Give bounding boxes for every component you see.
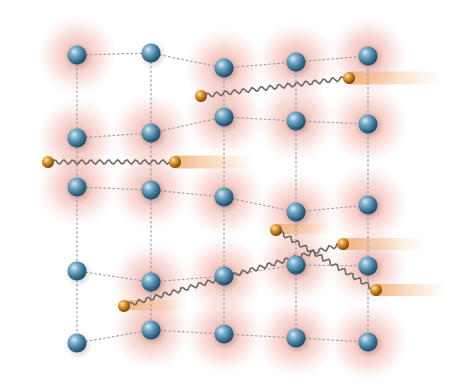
lattice-atom-icon bbox=[214, 266, 236, 288]
lattice-bond bbox=[223, 264, 297, 277]
lattice-bond bbox=[295, 120, 369, 125]
carrier-particle-icon bbox=[118, 300, 130, 312]
lattice-atom-icon bbox=[286, 52, 308, 74]
lattice-atom-icon bbox=[358, 332, 380, 354]
lattice-atom-icon bbox=[67, 45, 89, 67]
lattice-atom-icon bbox=[67, 261, 89, 283]
lattice-atom-icon bbox=[358, 195, 380, 217]
lattice-bond bbox=[223, 196, 297, 213]
carrier-particle-icon bbox=[195, 90, 207, 102]
lattice-atom-icon bbox=[286, 111, 308, 133]
lattice-atom-icon bbox=[141, 180, 163, 202]
carrier-particle-icon bbox=[337, 238, 349, 250]
lattice-atom-icon bbox=[358, 256, 380, 278]
lattice-atom-icon bbox=[358, 114, 380, 136]
lattice-bond bbox=[76, 186, 152, 191]
carrier-particle-icon bbox=[270, 224, 282, 236]
lattice-bond bbox=[223, 333, 297, 339]
particle-trail bbox=[376, 284, 446, 296]
particle-trail-layer bbox=[126, 71, 446, 310]
lattice-atom-icon bbox=[214, 187, 236, 209]
lattice-atom-icon bbox=[286, 255, 308, 277]
lattice-atom-icon bbox=[286, 328, 308, 350]
wavy-path bbox=[200, 76, 350, 99]
wavy-path bbox=[47, 158, 176, 166]
lattice-bond bbox=[76, 270, 152, 283]
particle-trail bbox=[345, 238, 425, 250]
lattice-atom-icon bbox=[141, 320, 163, 342]
lattice-bond bbox=[76, 52, 152, 56]
lattice-atom-icon bbox=[358, 46, 380, 68]
carrier-particle-icon bbox=[169, 156, 181, 168]
lattice-bond bbox=[150, 189, 225, 198]
particle-trail bbox=[126, 300, 188, 310]
carrier-particle-icon bbox=[343, 72, 355, 84]
lattice-bond bbox=[150, 329, 225, 335]
carrier-particle-icon bbox=[370, 284, 382, 296]
lattice-bond bbox=[150, 116, 225, 134]
lattice-atom-icon bbox=[286, 202, 308, 224]
carrier-particle-icon bbox=[42, 156, 54, 168]
lattice-bond bbox=[150, 275, 225, 283]
lattice-atom-icon bbox=[214, 58, 236, 80]
lattice-bond bbox=[295, 337, 369, 343]
lattice-bond bbox=[223, 61, 297, 69]
lattice-bond bbox=[295, 55, 369, 63]
carrier-particle-layer bbox=[42, 72, 382, 312]
lattice-atom-icon bbox=[214, 324, 236, 346]
lattice-atom-icon bbox=[67, 177, 89, 199]
lattice-bond bbox=[223, 116, 297, 122]
lattice-bond bbox=[295, 204, 369, 213]
lattice-atom-layer bbox=[67, 43, 380, 355]
lattice-bond bbox=[76, 132, 152, 139]
particle-trail bbox=[350, 71, 442, 85]
particle-trail bbox=[278, 224, 332, 234]
lattice-bond bbox=[76, 329, 152, 344]
particle-trail bbox=[175, 155, 255, 169]
lattice-atom-icon bbox=[141, 123, 163, 145]
lattice-atom-icon bbox=[141, 272, 163, 294]
lattice-bond bbox=[150, 52, 225, 69]
lattice-atom-icon bbox=[214, 107, 236, 129]
lattice-atom-icon bbox=[141, 43, 163, 65]
lattice-atom-icon bbox=[67, 333, 89, 355]
wavy-path bbox=[275, 229, 378, 290]
lattice-atom-icon bbox=[67, 128, 89, 150]
